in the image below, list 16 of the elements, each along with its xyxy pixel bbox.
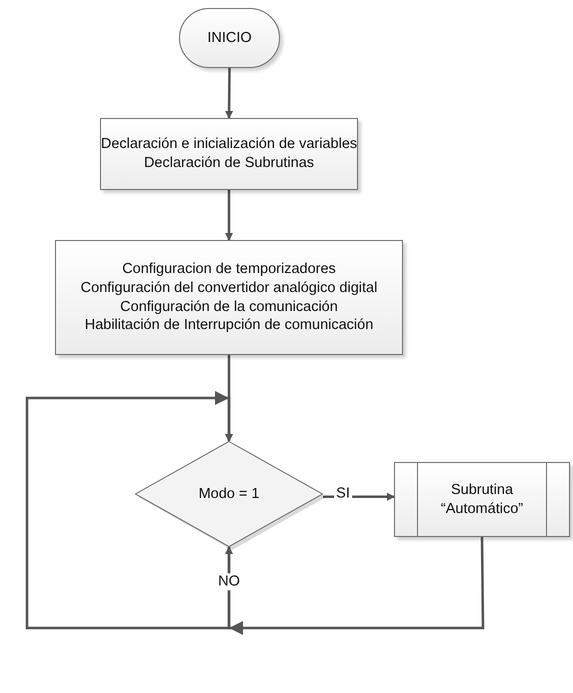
node-text: “Automático” — [440, 500, 524, 518]
decision-diamond — [135, 441, 323, 547]
node-text: INICIO — [207, 28, 252, 48]
node-text: Subrutina — [450, 480, 514, 500]
node-text: Configuración de la comunicación — [120, 298, 338, 316]
process-box — [55, 240, 403, 355]
edge-label: NO — [216, 573, 242, 591]
node-text: Modo = 1 — [198, 484, 260, 504]
start-terminal — [179, 8, 280, 68]
node-text: Habilitación de Interrupción de comunicación — [84, 316, 374, 335]
process-box — [100, 118, 358, 190]
subroutine-box — [394, 462, 570, 537]
node-text: Declaración de Subrutinas — [144, 154, 314, 173]
node-text: Configuración del convertidor analógico digital — [80, 278, 378, 298]
node-text: Declaración e inicialización de variables — [100, 135, 358, 154]
node-text: Configuracion de temporizadores — [122, 260, 336, 279]
